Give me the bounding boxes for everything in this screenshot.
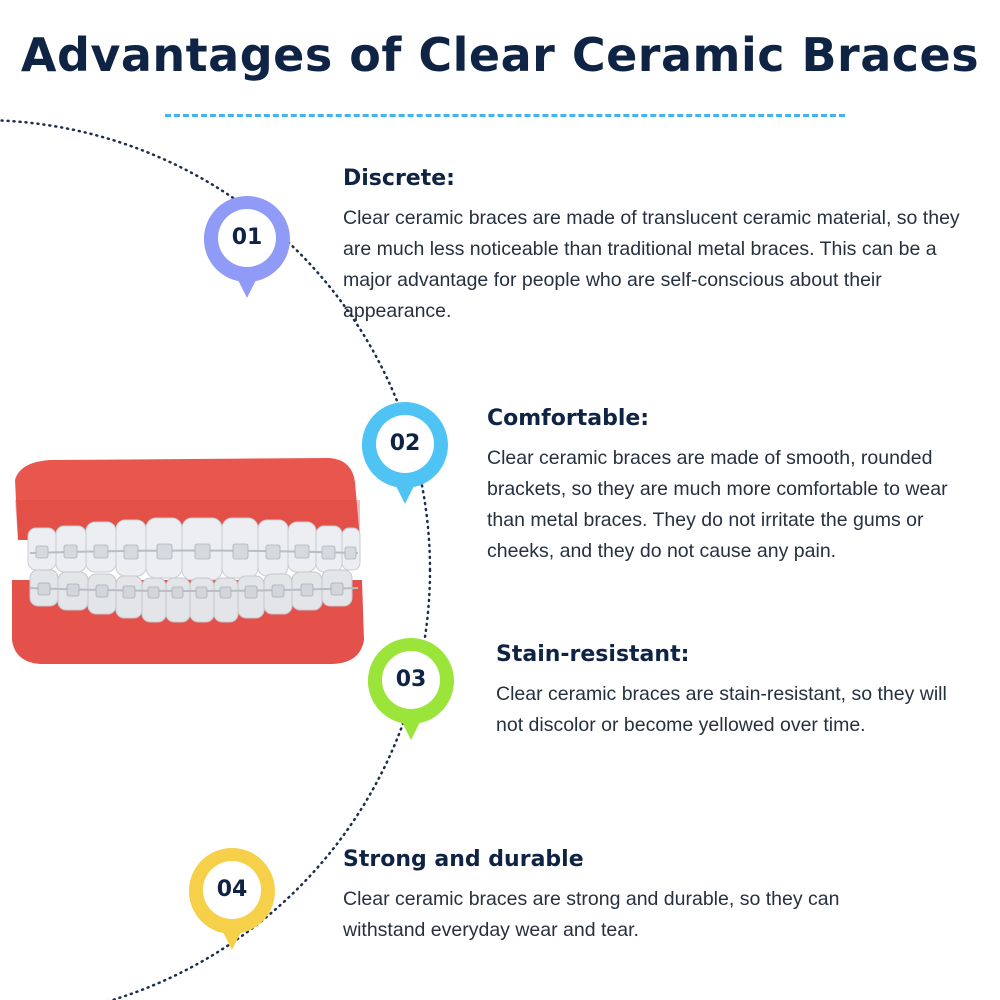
pin-04: 04 (187, 846, 277, 954)
advantage-description: Clear ceramic braces are stain-resistant… (496, 683, 947, 736)
title-divider (165, 114, 845, 117)
pin-03: 03 (366, 636, 456, 744)
advantage-heading: Strong and durable (343, 847, 584, 872)
dotted-arc (0, 119, 432, 1000)
advantage-description: Clear ceramic braces are made of smooth,… (487, 447, 948, 562)
advantage-heading: Comfortable: (487, 406, 650, 431)
pin-01: 01 (202, 194, 292, 302)
step-number: 02 (389, 431, 421, 456)
teeth-with-braces-icon (12, 458, 364, 664)
advantage-description: Clear ceramic braces are made of translu… (343, 207, 960, 322)
step-number: 01 (231, 225, 263, 250)
map-pin-icon (188, 848, 275, 950)
map-pin-icon (367, 638, 454, 740)
step-number: 04 (216, 877, 248, 902)
advantage-description: Clear ceramic braces are strong and dura… (343, 888, 840, 941)
map-pin-icon (203, 196, 290, 298)
map-pin-icon (361, 402, 448, 504)
pin-02: 02 (360, 400, 450, 508)
step-number: 03 (395, 667, 427, 692)
advantage-strong-durable: Strong and durable Clear ceramic braces … (343, 847, 903, 946)
page-title: Advantages of Clear Ceramic Braces (20, 28, 980, 82)
advantage-stain-resistant: Stain-resistant: Clear ceramic braces ar… (496, 642, 971, 741)
advantage-heading: Discrete: (343, 166, 455, 191)
advantage-discrete: Discrete: Clear ceramic braces are made … (343, 166, 963, 327)
advantage-heading: Stain-resistant: (496, 642, 690, 667)
advantage-comfortable: Comfortable: Clear ceramic braces are ma… (487, 406, 972, 567)
